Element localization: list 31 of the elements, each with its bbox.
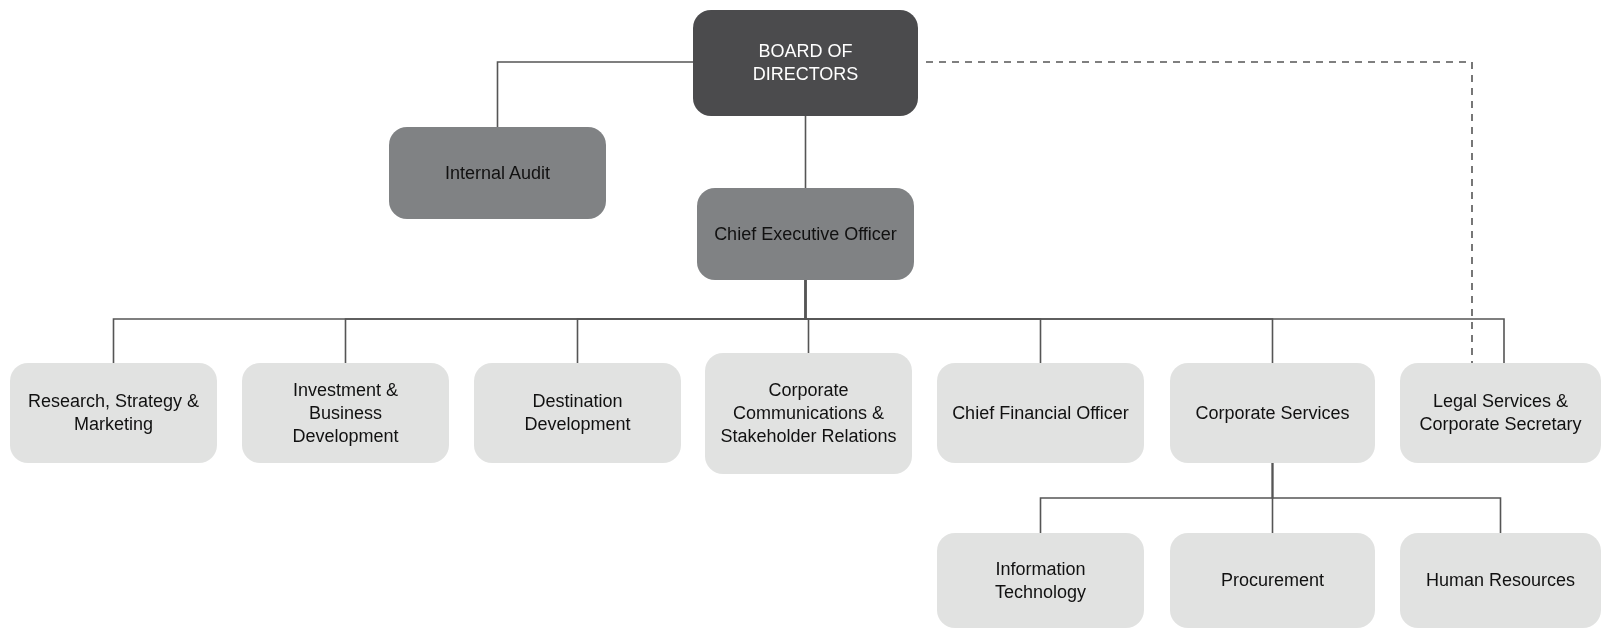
box-label: BOARD OF DIRECTORS xyxy=(751,40,860,86)
org-box xyxy=(1400,533,1601,628)
org-box xyxy=(474,363,681,463)
org-box xyxy=(389,127,606,219)
box-label: Destination Development xyxy=(523,390,632,436)
org-box xyxy=(10,363,217,463)
box-label: Legal Services & Corporate Secretary xyxy=(1418,390,1583,436)
box-label: Research, Strategy & Marketing xyxy=(26,390,201,436)
box-label: Human Resources xyxy=(1425,569,1576,592)
org-box xyxy=(937,363,1144,463)
org-box xyxy=(697,188,914,280)
org-box xyxy=(937,533,1144,628)
connector-line xyxy=(496,61,694,128)
org-box xyxy=(693,10,918,116)
connector-line xyxy=(1271,462,1502,534)
dashed-connector xyxy=(925,61,1473,364)
connector-line xyxy=(804,279,1505,364)
box-label: Chief Financial Officer xyxy=(952,401,1129,425)
box-label: Investment & Business Development xyxy=(291,378,400,448)
org-box xyxy=(1170,363,1375,463)
box-label: Procurement xyxy=(1220,569,1324,592)
org-box xyxy=(705,353,912,474)
box-label: Corporate Communications & Stakeholder Relations xyxy=(719,379,898,448)
connector-line xyxy=(804,115,807,189)
org-box xyxy=(1400,363,1601,463)
box-label: Corporate Services xyxy=(1195,401,1350,425)
box-label: Chief Executive Officer xyxy=(714,222,897,246)
box-label: Internal Audit xyxy=(444,161,551,185)
org-box xyxy=(242,363,449,463)
org-box xyxy=(1170,533,1375,628)
box-label: Information Technology xyxy=(993,557,1088,604)
